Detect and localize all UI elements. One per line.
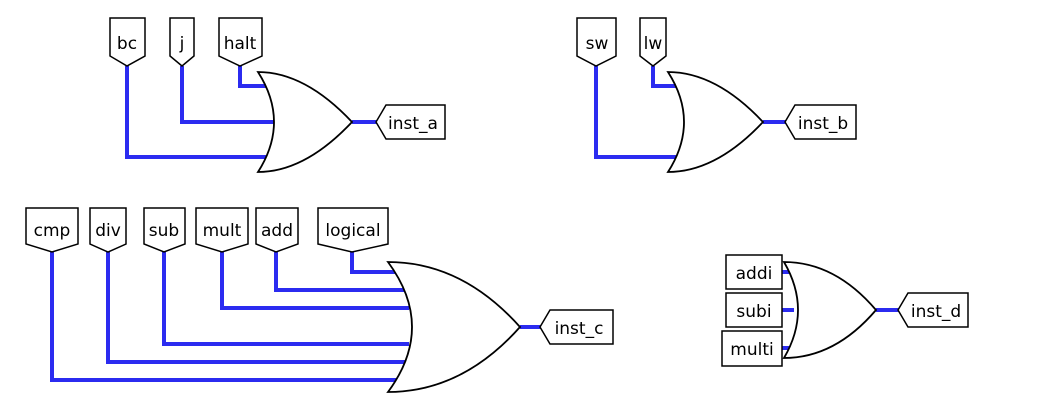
input-pin-sw[interactable]: sw (576, 17, 617, 67)
pin-label-inst-c: inst_c (555, 319, 604, 339)
pin-label-lw: lw (644, 34, 663, 54)
or-gate-d (782, 261, 878, 359)
input-pin-subi[interactable]: subi (725, 292, 783, 328)
pin-label-subi: subi (736, 302, 771, 322)
wire-j (180, 66, 275, 124)
pin-label-sw: sw (586, 34, 609, 54)
circuit-inst-c: cmp div sub mult add logical inst_c (25, 207, 614, 393)
pin-label-multi: multi (730, 340, 773, 360)
input-pin-halt[interactable]: halt (218, 17, 263, 67)
pin-label-mult: mult (203, 221, 242, 241)
circuit-inst-d: addi subi multi inst_d (721, 254, 969, 367)
pin-label-cmp: cmp (34, 221, 71, 241)
wire-add (274, 252, 405, 292)
wire-sub (162, 252, 409, 346)
wire-halt (238, 66, 268, 88)
input-pin-bc[interactable]: bc (109, 17, 146, 67)
pin-label-bc: bc (117, 34, 137, 54)
input-pin-cmp[interactable]: cmp (25, 207, 79, 253)
wire-mult (220, 252, 409, 310)
circuit-inst-b: sw lw inst_b (576, 17, 857, 173)
input-pin-logical[interactable]: logical (317, 207, 389, 253)
wire-div (106, 252, 405, 364)
pin-label-div: div (95, 221, 121, 241)
pin-label-add: add (261, 221, 293, 241)
input-pin-add[interactable]: add (255, 207, 299, 253)
wire-bc (125, 66, 268, 159)
pin-label-inst-d: inst_d (911, 302, 961, 322)
wire-sw (594, 66, 676, 159)
pin-label-addi: addi (736, 264, 773, 284)
wire-lw (651, 66, 676, 88)
output-pin-inst-c[interactable]: inst_c (539, 309, 614, 345)
or-gate-b (666, 71, 765, 173)
input-pin-lw[interactable]: lw (639, 17, 667, 67)
input-pin-multi[interactable]: multi (721, 330, 783, 367)
pin-label-halt: halt (224, 34, 257, 54)
circuit-inst-a: bc j halt inst_a (109, 17, 446, 173)
input-pin-div[interactable]: div (89, 207, 127, 253)
pin-label-j: j (179, 34, 185, 54)
or-gate-c (386, 261, 522, 393)
or-gate-a (256, 71, 354, 173)
output-pin-inst-d[interactable]: inst_d (897, 292, 969, 328)
input-pin-j[interactable]: j (169, 17, 195, 67)
pin-label-sub: sub (149, 221, 179, 241)
output-pin-inst-a[interactable]: inst_a (375, 104, 446, 140)
output-pin-inst-b[interactable]: inst_b (784, 104, 857, 140)
input-pin-mult[interactable]: mult (195, 207, 249, 253)
wire-cmp (50, 252, 400, 382)
pin-label-inst-a: inst_a (388, 114, 438, 134)
wire-logical (350, 252, 400, 274)
input-pin-sub[interactable]: sub (143, 207, 186, 253)
pin-label-inst-b: inst_b (798, 114, 848, 134)
input-pin-addi[interactable]: addi (725, 254, 783, 290)
pin-label-logical: logical (325, 221, 380, 241)
